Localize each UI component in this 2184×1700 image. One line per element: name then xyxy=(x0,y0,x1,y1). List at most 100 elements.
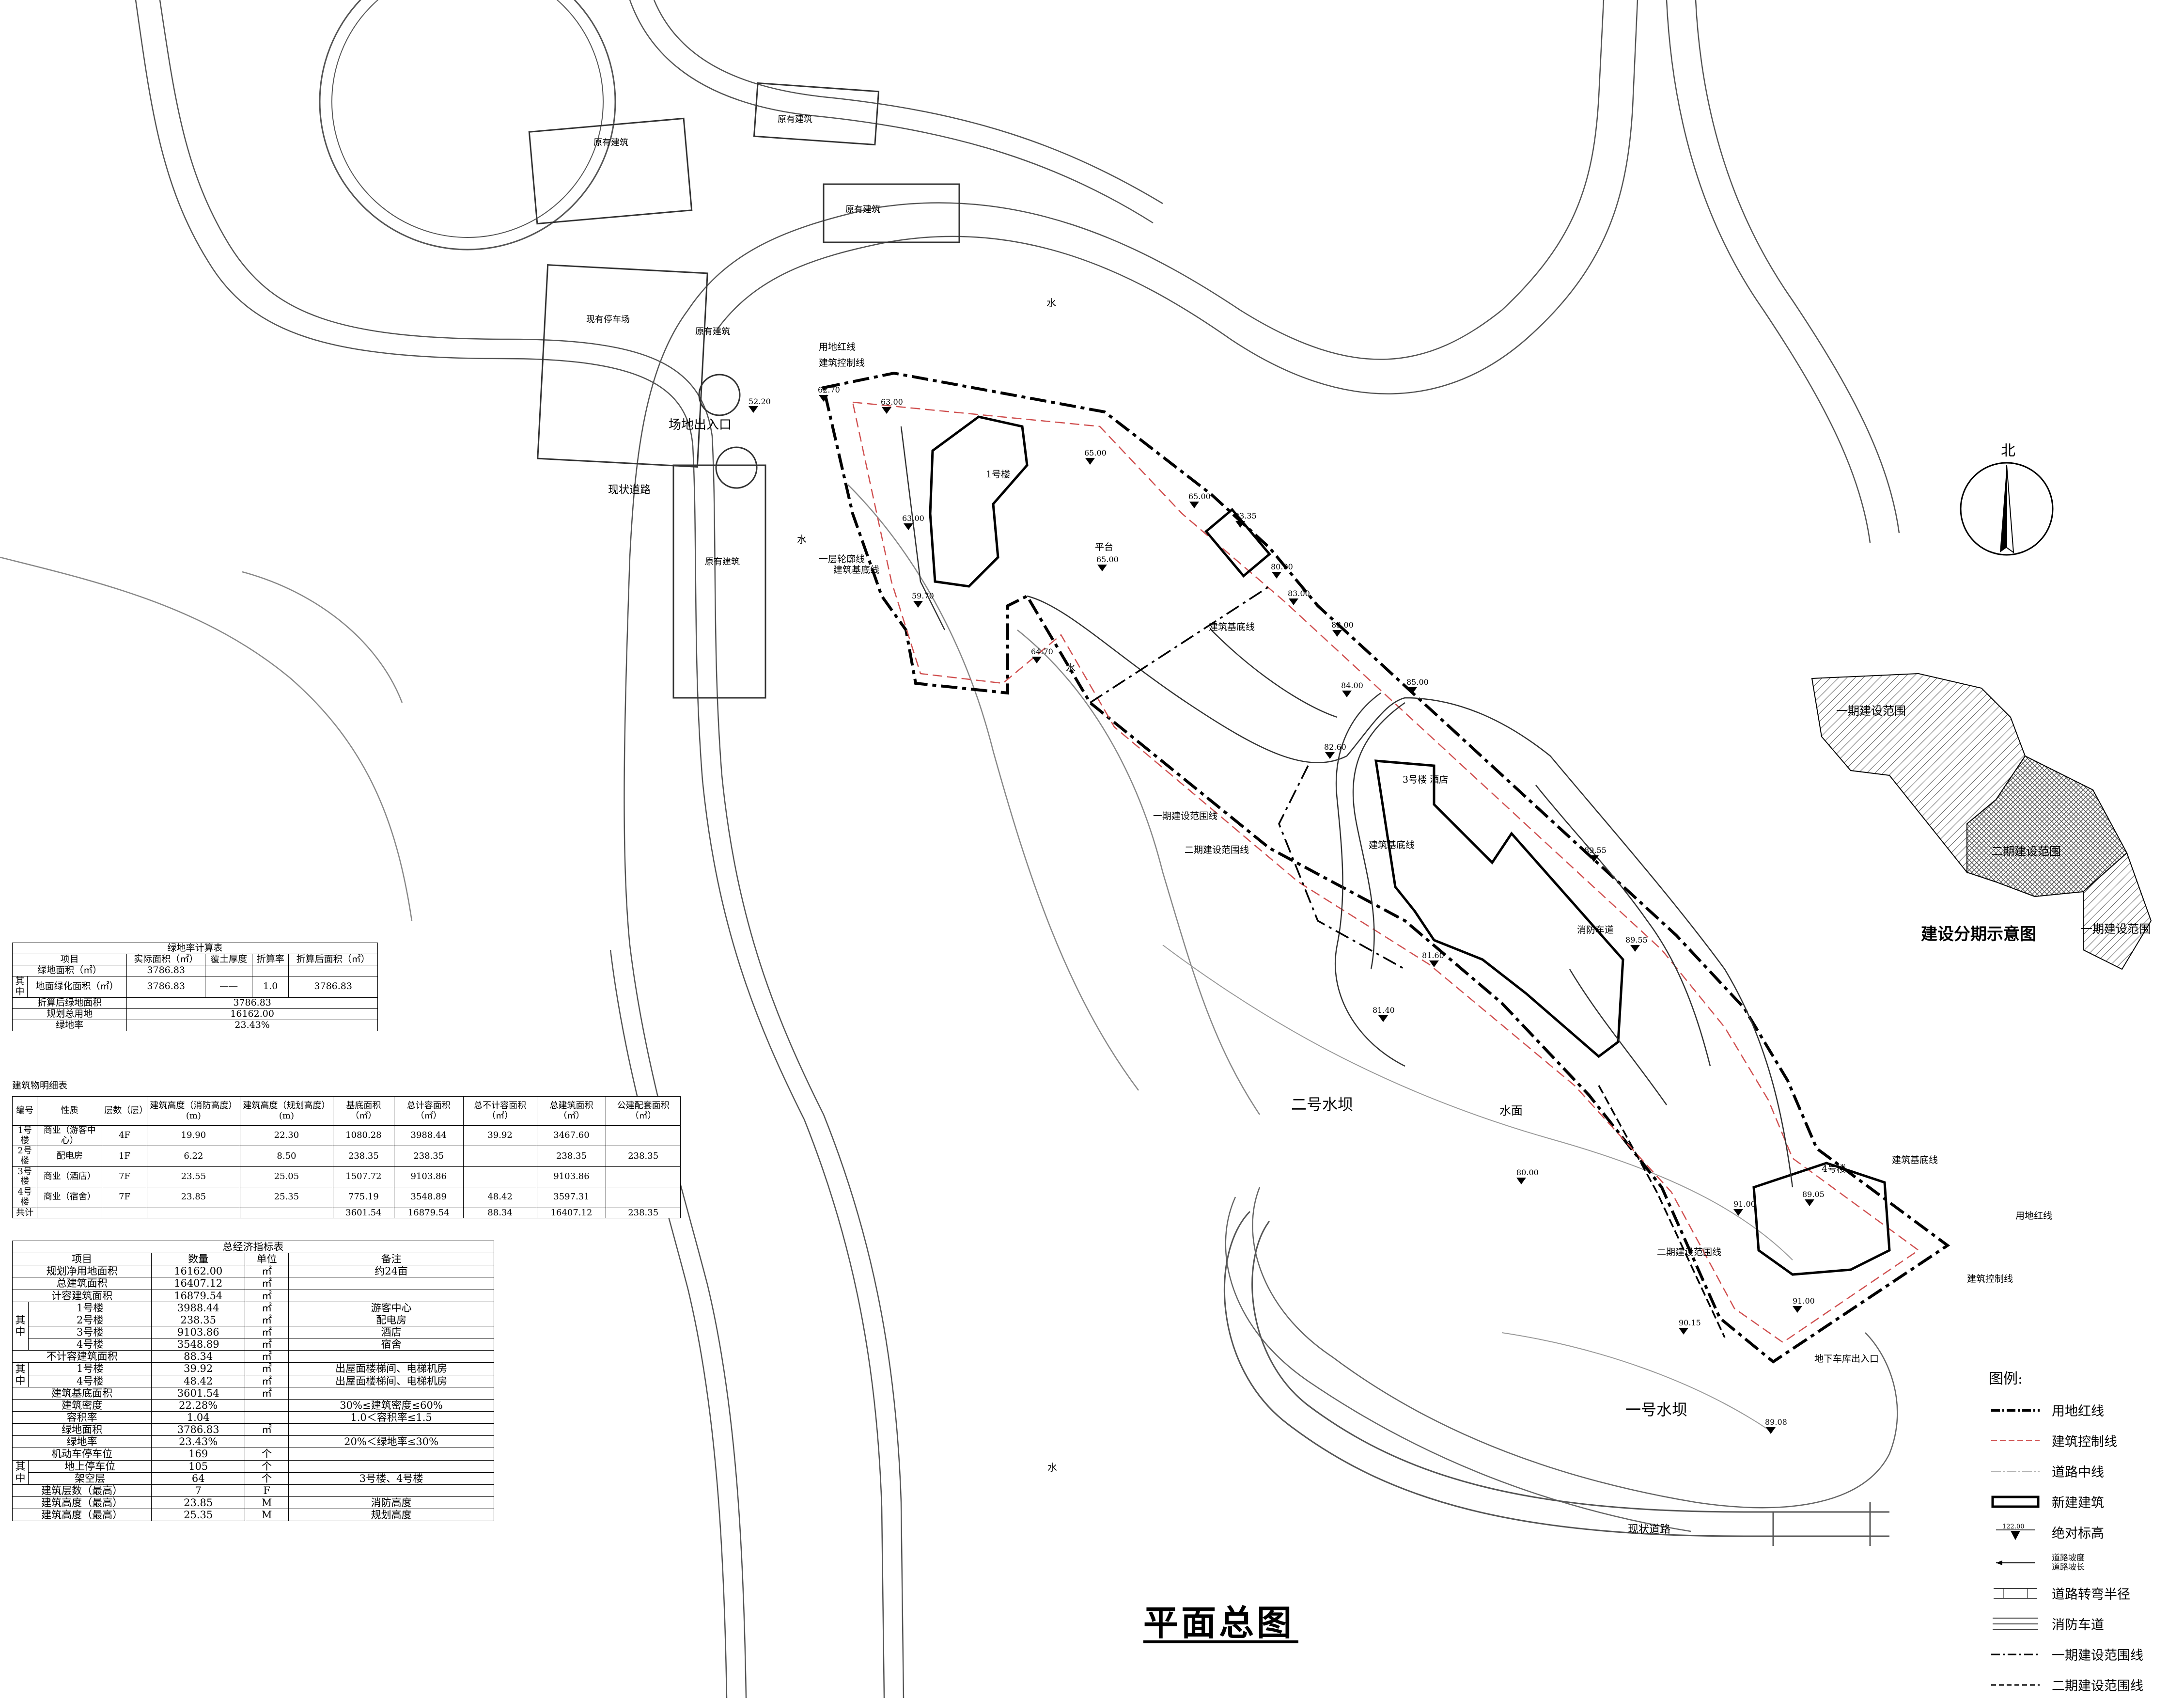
phase-diagram xyxy=(1811,673,2152,970)
elevation-value: 89.55 xyxy=(1584,846,1607,855)
building-header: 公建配套面积（㎡） xyxy=(606,1096,681,1126)
economic-item: 建筑基底面积 xyxy=(12,1386,152,1400)
phase2-line-symbol xyxy=(1991,1684,2040,1685)
greening-header: 折算率 xyxy=(252,953,289,965)
economic-qty: 64 xyxy=(151,1472,246,1485)
elevation-value: 52.20 xyxy=(749,397,771,406)
phase-label-3: 一期建设范围 xyxy=(2081,922,2151,936)
legend-item: 122.00 绝对标高 xyxy=(1989,1517,2149,1547)
greening-cell xyxy=(205,964,253,976)
economic-header: 项目 xyxy=(12,1253,152,1266)
greening-cell: 1.0 xyxy=(252,976,289,998)
elevation-value: 65.00 xyxy=(1188,492,1211,501)
building-cell: 16407.12 xyxy=(536,1207,607,1219)
economic-note: 约24亩 xyxy=(288,1265,494,1278)
building-cell: 238.35 xyxy=(606,1146,681,1167)
label-property-line-2: 用地红线 xyxy=(2015,1211,2052,1221)
elevation-marker: 91.00 xyxy=(1793,1296,1815,1313)
elevation-value: 89.55 xyxy=(1625,935,1648,944)
building-cell: 3988.44 xyxy=(393,1125,464,1147)
greening-table: 绿地率计算表 项目 实际面积（㎡） 覆土厚度 折算率 折算后面积（㎡） 绿地面积… xyxy=(12,943,378,1031)
economic-item: 架空层 xyxy=(28,1472,152,1485)
elevation-marker: 64.70 xyxy=(1031,647,1053,663)
entrance-island-1 xyxy=(698,374,741,416)
economic-unit xyxy=(245,1411,289,1424)
economic-note: 出屋面楼梯间、电梯机房 xyxy=(288,1362,494,1375)
economic-note: 规划高度 xyxy=(288,1509,494,1522)
economic-qty: 39.92 xyxy=(151,1362,246,1375)
economic-item: 不计容建筑面积 xyxy=(12,1350,152,1363)
elevation-value: 84.00 xyxy=(1341,681,1363,690)
building-cell: 238.35 xyxy=(332,1146,394,1167)
building-cell xyxy=(37,1207,103,1219)
building-cell xyxy=(239,1207,333,1219)
economic-item: 建筑密度 xyxy=(12,1399,152,1412)
legend-item: 建筑控制线 xyxy=(1989,1425,2149,1456)
economic-item: 4号楼 xyxy=(28,1374,152,1387)
elevation-markers: 52.20 62.70 63.00 65.00 65.00 65.00 63.0… xyxy=(749,385,1825,1434)
elevation-marker: 83.00 xyxy=(1331,620,1354,637)
legend-item: 一期建设范围线 xyxy=(1989,1639,2149,1669)
building-cell: 4号楼 xyxy=(12,1187,38,1208)
elevation-marker: 81.60 xyxy=(1422,951,1444,967)
economic-unit: ㎡ xyxy=(245,1277,289,1290)
building-cell: 8.50 xyxy=(239,1146,333,1167)
legend-title: 图例: xyxy=(1989,1370,2023,1387)
elevation-marker: 82.60 xyxy=(1324,742,1346,759)
economic-unit: M xyxy=(245,1509,289,1522)
elevation-symbol: 122.00 xyxy=(1996,1523,2035,1540)
building-cell: 1080.28 xyxy=(332,1125,394,1147)
economic-item: 绿地率 xyxy=(12,1435,152,1448)
building-cell xyxy=(102,1207,147,1219)
building-cell xyxy=(463,1166,537,1188)
building-cell xyxy=(606,1166,681,1188)
label-phase2-boundary-1: 二期建设范围线 xyxy=(1185,845,1249,855)
economic-note xyxy=(288,1289,494,1302)
legend-label: 一期建设范围线 xyxy=(2052,1648,2143,1663)
elevation-value: 81.40 xyxy=(1373,1006,1395,1015)
building-cell: 88.34 xyxy=(463,1207,537,1219)
page-title: 平面总图 xyxy=(1143,1603,1295,1643)
greening-header: 实际面积（㎡） xyxy=(126,953,206,965)
building-cell: 3号楼 xyxy=(12,1166,38,1188)
legend-label: 道路中线 xyxy=(2052,1465,2104,1480)
economic-item: 地上停车位 xyxy=(28,1460,152,1473)
elevation-value: 63.00 xyxy=(881,397,903,407)
economic-unit: 个 xyxy=(245,1472,289,1485)
economic-note xyxy=(288,1386,494,1400)
economic-header: 数量 xyxy=(151,1253,246,1266)
economic-unit: M xyxy=(245,1496,289,1510)
building-cell: 25.35 xyxy=(239,1187,333,1208)
economic-note xyxy=(288,1350,494,1363)
elevation-value: 91.00 xyxy=(1733,1199,1756,1209)
building-cell xyxy=(146,1207,240,1219)
economic-unit xyxy=(245,1399,289,1412)
elevation-marker: 52.20 xyxy=(749,397,771,413)
economic-unit: ㎡ xyxy=(245,1423,289,1436)
label-building-1: 1号楼 xyxy=(986,469,1010,480)
legend-label: 道路转弯半径 xyxy=(2052,1587,2130,1602)
slope-symbol xyxy=(1996,1560,2035,1565)
greening-cell: —— xyxy=(205,976,253,998)
legend-label: 二期建设范围线 xyxy=(2052,1679,2143,1694)
building-cell xyxy=(606,1125,681,1147)
elevation-marker: 81.40 xyxy=(1373,1006,1395,1022)
building-2-outline xyxy=(1204,508,1271,578)
building-header: 层数（层） xyxy=(102,1096,148,1126)
label-existing-building-3: 原有建筑 xyxy=(845,205,880,215)
building-cell: 1号楼 xyxy=(12,1125,38,1147)
building-cell: 238.35 xyxy=(536,1146,607,1167)
label-water-2: 水 xyxy=(797,534,807,545)
phase-label-1: 一期建设范围 xyxy=(1836,704,1906,718)
dam-2-water xyxy=(1162,944,1793,1260)
label-parking-entrance: 地下车库出入口 xyxy=(1814,1354,1879,1364)
